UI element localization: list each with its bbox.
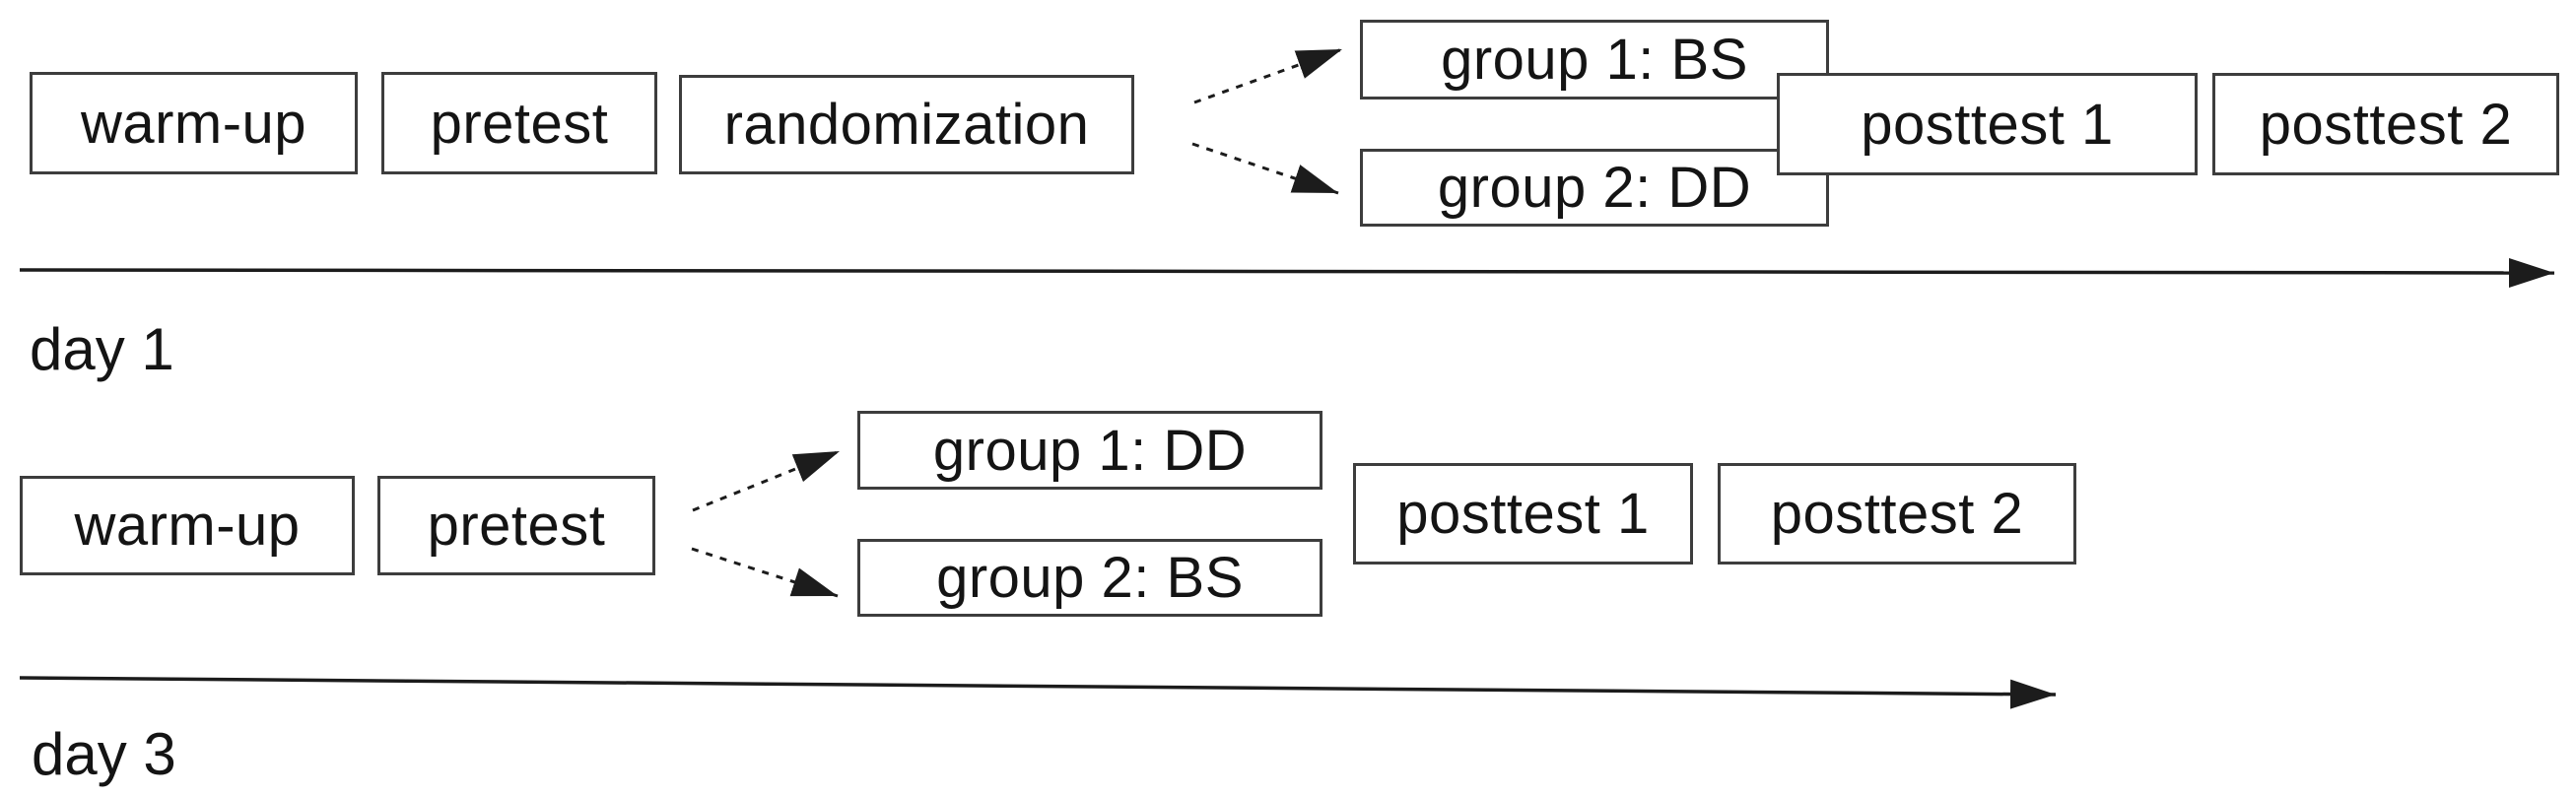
day1-timeline-arrow	[19, 257, 2555, 288]
day3-group1-dd-box: group 1: DD	[857, 411, 1322, 490]
day1-label: day 1	[30, 316, 174, 382]
day1-warmup-box: warm-up	[30, 72, 358, 174]
day3-posttest1-box: posttest 1	[1353, 463, 1693, 565]
day3-timeline-arrow	[19, 676, 2057, 709]
day1-posttest1-box: posttest 1	[1777, 73, 2198, 175]
day3-warmup-box: warm-up	[20, 476, 355, 575]
day1-group2-dd-box: group 2: DD	[1360, 149, 1829, 227]
day1-posttest2-box: posttest 2	[2212, 73, 2559, 175]
day3-split-arrow-to-group2	[691, 547, 839, 598]
day3-pretest-box: pretest	[377, 476, 655, 575]
day1-split-arrow-to-group1	[1193, 47, 1343, 104]
day3-posttest2-box: posttest 2	[1718, 463, 2076, 565]
day3-split-arrow-to-group1	[692, 449, 841, 512]
day3-group2-bs-box: group 2: BS	[857, 539, 1322, 617]
day1-randomization-box: randomization	[679, 75, 1134, 174]
day1-group1-bs-box: group 1: BS	[1360, 20, 1829, 100]
day1-split-arrow-to-group2	[1191, 142, 1339, 195]
day3-label: day 3	[32, 721, 176, 787]
day1-pretest-box: pretest	[381, 72, 657, 174]
